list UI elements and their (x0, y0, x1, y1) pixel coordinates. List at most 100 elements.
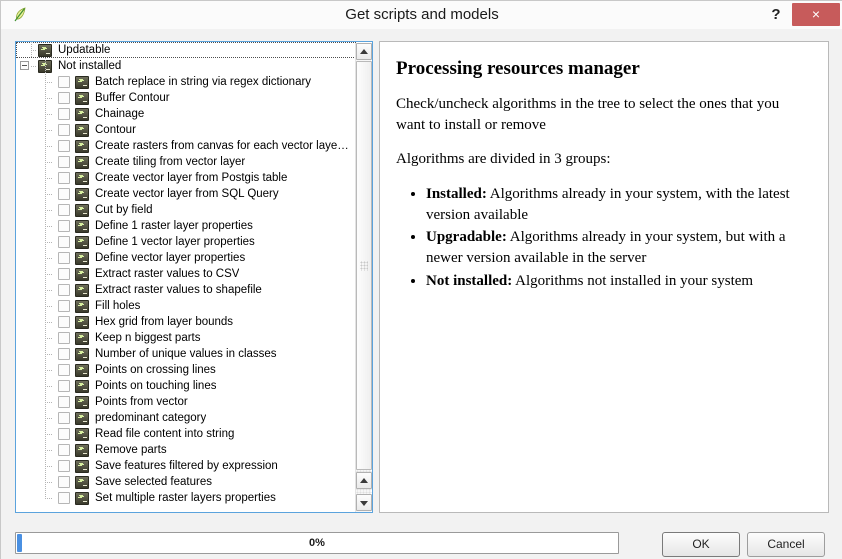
tree-connector (45, 306, 53, 307)
algorithm-checkbox[interactable] (58, 348, 70, 360)
tree-item[interactable]: Points on crossing lines (16, 362, 356, 378)
tree-item[interactable]: Create vector layer from Postgis table (16, 170, 356, 186)
algorithm-checkbox[interactable] (58, 284, 70, 296)
scroll-up-button-secondary[interactable] (356, 472, 372, 489)
close-icon[interactable]: × (792, 3, 840, 26)
algorithm-checkbox[interactable] (58, 220, 70, 232)
description-bullet: Upgradable: Algorithms already in your s… (426, 227, 812, 268)
scroll-down-button[interactable] (356, 494, 372, 511)
tree-item[interactable]: Contour (16, 122, 356, 138)
script-icon (75, 219, 89, 233)
tree-item-label: Points from vector (95, 396, 188, 408)
description-panel: Processing resources manager Check/unche… (379, 41, 829, 513)
script-icon (75, 427, 89, 441)
tree-group-label: Updatable (58, 44, 111, 56)
algorithm-checkbox[interactable] (58, 76, 70, 88)
tree-connector (45, 338, 53, 339)
description-bullet-term: Not installed: (426, 272, 513, 289)
algorithm-checkbox[interactable] (58, 108, 70, 120)
tree-item[interactable]: Create vector layer from SQL Query (16, 186, 356, 202)
algorithm-checkbox[interactable] (58, 316, 70, 328)
script-icon (75, 331, 89, 345)
tree-item-label: Define 1 raster layer properties (95, 220, 253, 232)
script-icon (75, 75, 89, 89)
algorithm-checkbox[interactable] (58, 140, 70, 152)
tree-group-updatable[interactable]: Updatable (16, 42, 356, 58)
tree-item[interactable]: Define 1 raster layer properties (16, 218, 356, 234)
ok-button[interactable]: OK (662, 532, 740, 557)
tree-item-label: Extract raster values to CSV (95, 268, 240, 280)
script-icon (75, 251, 89, 265)
tree-connector (45, 274, 53, 275)
tree-item[interactable]: Buffer Contour (16, 90, 356, 106)
description-bullet: Not installed: Algorithms not installed … (426, 271, 812, 292)
tree-connector (45, 322, 53, 323)
tree-item[interactable]: Fill holes (16, 298, 356, 314)
algorithm-checkbox[interactable] (58, 188, 70, 200)
script-icon (38, 43, 52, 57)
scrollbar-grip-icon (360, 260, 368, 271)
algorithm-checkbox[interactable] (58, 252, 70, 264)
scrollbar-thumb[interactable] (356, 61, 372, 470)
description-bullet: Installed: Algorithms already in your sy… (426, 184, 812, 225)
tree-item-label: Cut by field (95, 204, 153, 216)
description-paragraph-1: Check/uncheck algorithms in the tree to … (396, 96, 780, 133)
tree-connector (45, 386, 53, 387)
tree-item[interactable]: Cut by field (16, 202, 356, 218)
tree-item[interactable]: Read file content into string (16, 426, 356, 442)
algorithm-checkbox[interactable] (58, 476, 70, 488)
tree-item[interactable]: Extract raster values to shapefile (16, 282, 356, 298)
tree-connector (45, 498, 53, 499)
tree-item[interactable]: Keep n biggest parts (16, 330, 356, 346)
tree-item-label: Create tiling from vector layer (95, 156, 246, 168)
tree-item[interactable]: Define 1 vector layer properties (16, 234, 356, 250)
tree-item[interactable]: Save features filtered by expression (16, 458, 356, 474)
algorithm-checkbox[interactable] (58, 236, 70, 248)
tree-group-not-installed[interactable]: Not installed (16, 58, 356, 74)
algorithm-checkbox[interactable] (58, 332, 70, 344)
algorithm-checkbox[interactable] (58, 364, 70, 376)
cancel-button[interactable]: Cancel (747, 532, 825, 557)
algorithm-checkbox[interactable] (58, 300, 70, 312)
tree-item[interactable]: Points on touching lines (16, 378, 356, 394)
tree-item[interactable]: Save selected features (16, 474, 356, 490)
tree-item[interactable]: Batch replace in string via regex dictio… (16, 74, 356, 90)
algorithm-checkbox[interactable] (58, 412, 70, 424)
script-icon (75, 315, 89, 329)
algorithm-checkbox[interactable] (58, 156, 70, 168)
tree-scrollbar[interactable] (355, 43, 372, 512)
tree-item[interactable]: Set multiple raster layers properties (16, 490, 356, 506)
tree-connector (45, 258, 53, 259)
tree-item[interactable]: Hex grid from layer bounds (16, 314, 356, 330)
algorithm-checkbox[interactable] (58, 380, 70, 392)
tree-item[interactable]: Extract raster values to CSV (16, 266, 356, 282)
tree-item[interactable]: Chainage (16, 106, 356, 122)
script-icon (75, 91, 89, 105)
algorithm-checkbox[interactable] (58, 204, 70, 216)
algorithm-checkbox[interactable] (58, 396, 70, 408)
help-icon[interactable]: ? (771, 6, 781, 23)
tree-item[interactable]: Points from vector (16, 394, 356, 410)
algorithm-checkbox[interactable] (58, 172, 70, 184)
tree-item[interactable]: predominant category (16, 410, 356, 426)
tree-item-label: Points on touching lines (95, 380, 217, 392)
algorithm-checkbox[interactable] (58, 124, 70, 136)
algorithm-checkbox[interactable] (58, 268, 70, 280)
tree-group-label: Not installed (58, 60, 122, 72)
tree-item[interactable]: Remove parts (16, 442, 356, 458)
algorithm-checkbox[interactable] (58, 92, 70, 104)
tree-item[interactable]: Create rasters from canvas for each vect… (16, 138, 356, 154)
algorithm-checkbox[interactable] (58, 444, 70, 456)
algorithm-checkbox[interactable] (58, 492, 70, 504)
algorithm-checkbox[interactable] (58, 428, 70, 440)
script-icon (75, 443, 89, 457)
tree-item[interactable]: Create tiling from vector layer (16, 154, 356, 170)
scroll-up-button[interactable] (356, 43, 372, 60)
tree-item[interactable]: Define vector layer properties (16, 250, 356, 266)
collapse-icon[interactable] (20, 61, 29, 70)
algorithm-checkbox[interactable] (58, 460, 70, 472)
tree-item[interactable]: Number of unique values in classes (16, 346, 356, 362)
scroll-up-icon (360, 48, 368, 54)
